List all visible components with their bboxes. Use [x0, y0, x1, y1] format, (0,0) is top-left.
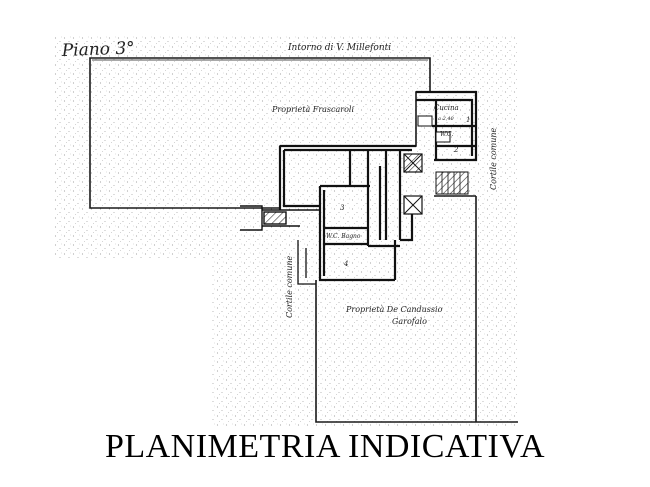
room-2-label: 2 [453, 146, 459, 154]
property-south-label-1: Proprietà De Candussio [345, 305, 443, 314]
apartment-walls [278, 90, 478, 282]
room-3-label: 3 [340, 204, 345, 212]
room-1-label: 1 [466, 116, 470, 124]
kitchen-dim-label: a 2,40 [438, 116, 455, 122]
courtyard-east-label: Cortile comune [489, 127, 498, 190]
street-label: Intorno di V. Millefonti [287, 43, 391, 53]
property-south-outline [315, 195, 518, 423]
wc-label: W.C. [440, 131, 453, 138]
paper-background [53, 36, 518, 426]
stair-block [403, 115, 469, 215]
entrance-corridor [240, 205, 320, 231]
room-4-label: 4 [343, 260, 348, 268]
courtyard-west-label: Cortile comune [285, 255, 294, 318]
courtyard-west-wall [297, 240, 316, 285]
wc-bath-label: W.C. Bagno [326, 233, 361, 240]
kitchen-label: Cucina [434, 104, 459, 112]
plan-caption: PLANIMETRIA INDICATIVA [104, 428, 546, 465]
property-north-label: Proprietà Frascaroli [271, 105, 354, 114]
floor-label: Piano 3° [60, 38, 135, 61]
property-south-label-2: Garofalo [392, 317, 427, 326]
